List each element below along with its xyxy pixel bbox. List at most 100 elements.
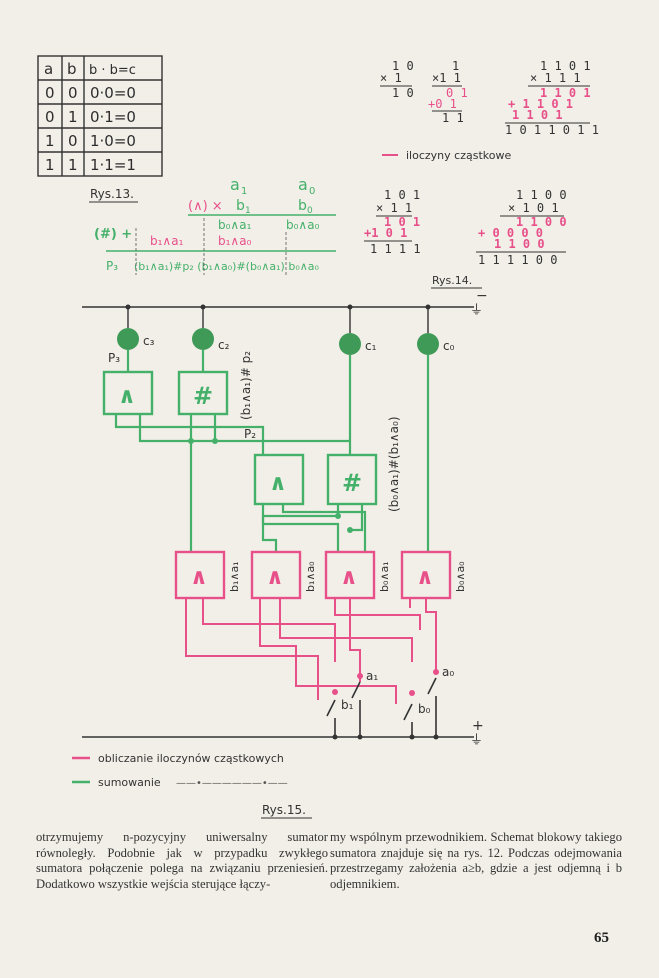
vlabel-2: (b₀∧a₁)#(b₁∧a₀) [387, 416, 401, 512]
control-node-c1 [339, 333, 361, 355]
fig15-circuit: − ⏚ [72, 288, 488, 819]
truth-cell: 1 [45, 156, 55, 174]
m4-line: 1 0 1 [384, 188, 420, 202]
fig13-a1: a [230, 175, 240, 194]
m5-line: 1 1 1 1 0 0 [478, 253, 557, 267]
truth-cell: 1 [45, 132, 55, 150]
fig14-legend-text: iloczyny cząstkowe [406, 149, 511, 162]
m1-line: 1 0 [392, 86, 414, 100]
control-node-c0 [417, 333, 439, 355]
m4-line: 1 0 1 [384, 215, 420, 229]
gate-pink-b1a1-symbol: ∧ [190, 565, 208, 590]
m5-line: 1 1 0 0 [516, 188, 567, 202]
fig13-scheme: a 1 a 0 (∧) × b 1 b 0 b₀∧a₁ b₀∧a₀ (#) + … [94, 175, 336, 275]
gate-and-2-symbol: ∧ [269, 471, 287, 496]
m2-line: 0 1 [446, 86, 468, 100]
fig13-b0: b [298, 198, 307, 214]
m3-line: × 1 1 1 [530, 71, 581, 85]
m3-line: 1 1 0 1 [540, 59, 591, 73]
fig13-b1: b [236, 198, 245, 214]
switch-label-a0: a₀ [442, 665, 454, 679]
svg-text:0: 0 [309, 186, 315, 197]
fig13-and-prefix: (∧) × [188, 199, 223, 214]
gate-pink-b1a0 [250, 550, 302, 600]
switch-label-b1: b₁ [341, 698, 354, 712]
svg-text:0: 0 [307, 206, 313, 216]
m4-line: × 1 1 [376, 201, 412, 215]
vlabel-1: (b₁∧a₁)# p₂ [239, 351, 253, 420]
m4-line: 1 1 1 1 [370, 242, 421, 256]
m5-line: 1 1 0 0 [516, 215, 567, 229]
gate-and-1-symbol: ∧ [118, 384, 136, 409]
truth-cell: 1·0=0 [90, 132, 136, 150]
label-c2: c₂ [218, 338, 230, 352]
gate-pink-b0a0 [400, 550, 452, 600]
truth-header-c: b · b=c [89, 63, 136, 78]
label-b1a1: b₁∧a₁ [228, 561, 241, 592]
truth-header-b: b [67, 60, 77, 78]
gate-pink-b0a0-symbol: ∧ [416, 565, 434, 590]
legend-pink-text: obliczanie iloczynów cząstkowych [98, 752, 284, 765]
m1-line: 1 0 [392, 59, 414, 73]
truth-cell: 1·1=1 [90, 156, 136, 174]
m3-line: 1 1 0 1 [512, 108, 563, 122]
gate-pink-b0a1 [324, 550, 376, 600]
m5-line: × 1 0 1 [508, 201, 559, 215]
m4-line: +1 0 1 [364, 226, 407, 240]
m3-line: + 1 1 0 1 [508, 97, 573, 111]
fig14-caption: Rys.14. [432, 274, 472, 287]
legend-dash-text: ——•——————•—— [176, 778, 288, 789]
m1-line: × 1 [380, 71, 402, 85]
truth-table [37, 55, 163, 177]
control-node-c2 [192, 328, 214, 350]
m2-line: 1 [452, 59, 459, 73]
body-text-right: my wspólnym przewodnikiem. Schemat bloko… [330, 830, 622, 891]
minus-label: − [476, 288, 488, 304]
truth-cell: 1 [68, 156, 78, 174]
fig13-caption: Rys.13. [90, 187, 134, 201]
m2-line: ×1 1 [432, 71, 461, 85]
legend-green-text: sumowanie [98, 776, 161, 789]
m3-line: 1 0 1 1 0 1 1 [505, 123, 599, 137]
fig15-caption: Rys.15. [262, 803, 306, 817]
svg-text:1: 1 [241, 186, 247, 197]
fig13-row2-mid: b₁∧a₀ [218, 234, 252, 248]
fig13-a0: a [298, 175, 308, 194]
gate-pink-b1a0-symbol: ∧ [266, 565, 284, 590]
truth-cell: 0 [68, 84, 78, 102]
truth-cell: 0·0=0 [90, 84, 136, 102]
truth-cell: 0 [45, 108, 55, 126]
switch-label-a1: a₁ [366, 669, 378, 683]
fig13-result-expr: (b₁∧a₁)#p₂ (b₁∧a₀)#(b₀∧a₁) b₀∧a₀ [134, 260, 320, 273]
gate-pink-b0a1-symbol: ∧ [340, 565, 358, 590]
gate-and-2 [253, 453, 305, 506]
label-p3: P₃ [108, 351, 120, 365]
fig13-row1-right: b₀∧a₀ [286, 218, 320, 232]
label-b1a0: b₁∧a₀ [304, 561, 317, 592]
gate-pink-b1a1 [174, 550, 226, 600]
truth-header-a: a [44, 60, 53, 78]
label-p2: P₂ [244, 427, 256, 441]
label-b0a1: b₀∧a₁ [378, 561, 391, 592]
page-number: 65 [594, 930, 609, 946]
body-text-left: otrzymujemy n-pozycyjny uniwersalny suma… [36, 830, 328, 891]
truth-cell: 1 [68, 108, 78, 126]
truth-cell: 0 [45, 84, 55, 102]
ground-icon: ⏚ [470, 303, 483, 318]
m5-line: + 0 0 0 0 [478, 226, 543, 240]
gate-sum-1-symbol: # [193, 382, 213, 410]
plus-label: + [472, 718, 484, 734]
label-b0a0: b₀∧a₀ [454, 561, 467, 592]
ground-icon: ⏚ [470, 733, 483, 748]
m3-line: 1 1 0 1 [540, 86, 591, 100]
truth-cell: 0 [68, 132, 78, 150]
label-c0: c₀ [443, 339, 455, 353]
label-c3: c₃ [143, 334, 155, 348]
gate-sum-2 [326, 453, 378, 506]
gate-sum-1 [177, 370, 229, 416]
fig13-result-label: P₃ [106, 259, 118, 273]
gate-and-1 [102, 370, 154, 416]
m2-line: +0 1 [428, 97, 457, 111]
gate-sum-2-symbol: # [342, 469, 362, 497]
